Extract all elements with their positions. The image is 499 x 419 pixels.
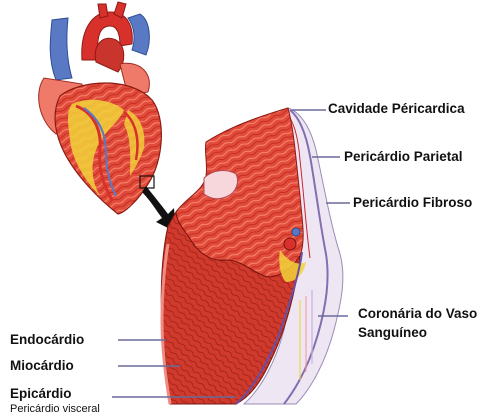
vena-cava-blue [50,18,72,80]
label-coronaria-line1: Coronária do Vaso [358,306,477,322]
label-pericardio-parietal: Pericárdio Parietal [344,149,463,165]
aorta-branch-1 [98,4,108,18]
coronary-vessel-red [284,238,296,250]
label-endocardio: Endocárdio [10,332,84,348]
label-coronaria-line2: Sanguíneo [358,325,427,341]
label-epicardio: Epicárdio [10,386,72,402]
coronary-vessel-blue [292,228,300,236]
wall-section [161,108,343,404]
label-cavidade-pericardica: Cavidade Péricardica [328,101,465,117]
label-pericardio-fibroso: Pericárdio Fibroso [353,195,472,211]
label-miocardio: Miocárdio [10,358,74,374]
label-pericardio-visceral: Pericárdio visceral [10,403,100,416]
heart-illustration [39,2,162,214]
pulmonary-trunk [95,38,124,72]
